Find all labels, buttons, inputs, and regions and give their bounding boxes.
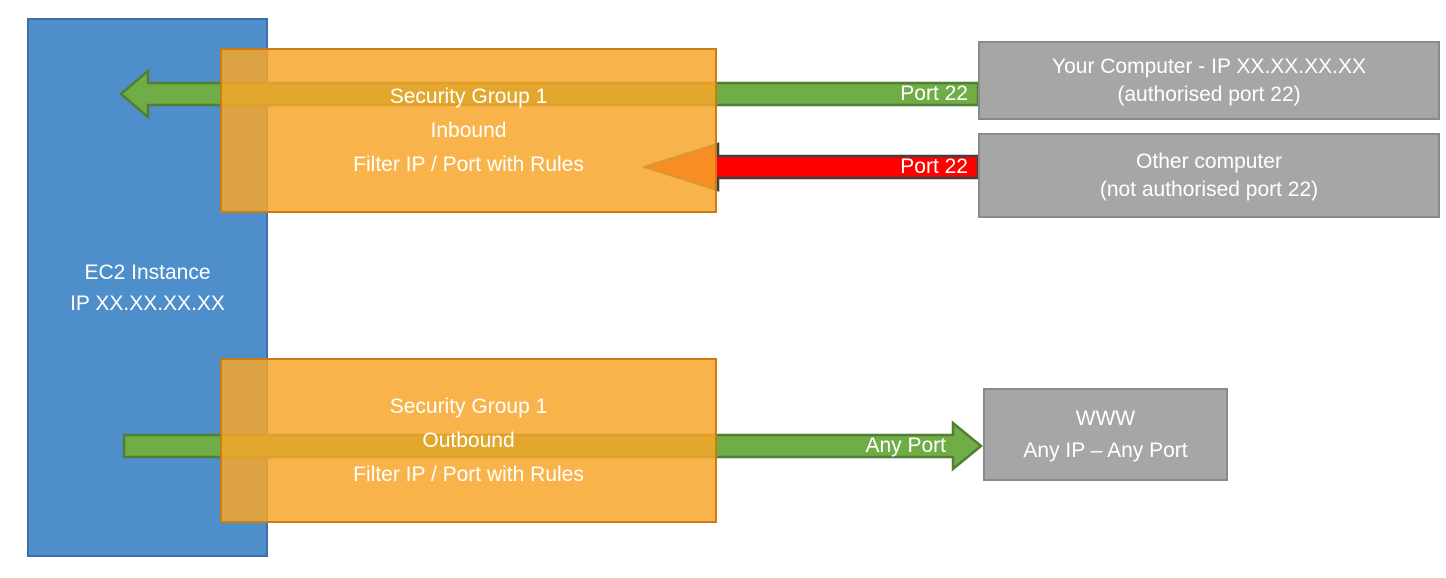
ec2-instance-title: EC2 Instance <box>84 260 211 284</box>
security-group-outbound-direction: Outbound <box>422 428 515 452</box>
your-computer-subtitle: (authorised port 22) <box>1117 82 1301 106</box>
security-group-outbound-title: Security Group 1 <box>389 394 548 418</box>
www-subtitle: Any IP – Any Port <box>1023 438 1188 462</box>
security-group-inbound-rule: Filter IP / Port with Rules <box>353 152 584 176</box>
other-computer-title: Other computer <box>1136 149 1282 173</box>
your-computer-box: Your Computer - IP XX.XX.XX.XX (authoris… <box>978 41 1440 120</box>
security-group-outbound-box: Security Group 1 Outbound Filter IP / Po… <box>220 358 717 523</box>
inbound-allowed-port-label: Port 22 <box>900 82 968 105</box>
other-computer-box: Other computer (not authorised port 22) <box>978 133 1440 218</box>
security-group-inbound-title: Security Group 1 <box>389 84 548 108</box>
www-title: WWW <box>1075 406 1136 430</box>
outbound-port-label: Any Port <box>865 434 946 457</box>
your-computer-title: Your Computer - IP XX.XX.XX.XX <box>1052 54 1366 78</box>
ec2-instance-ip: IP XX.XX.XX.XX <box>70 291 225 315</box>
www-box: WWW Any IP – Any Port <box>983 388 1228 481</box>
inbound-blocked-port-label: Port 22 <box>900 155 968 178</box>
other-computer-subtitle: (not authorised port 22) <box>1099 177 1319 201</box>
security-group-inbound-direction: Inbound <box>430 118 507 142</box>
security-group-inbound-box: Security Group 1 Inbound Filter IP / Por… <box>220 48 717 213</box>
security-group-outbound-rule: Filter IP / Port with Rules <box>353 462 584 486</box>
